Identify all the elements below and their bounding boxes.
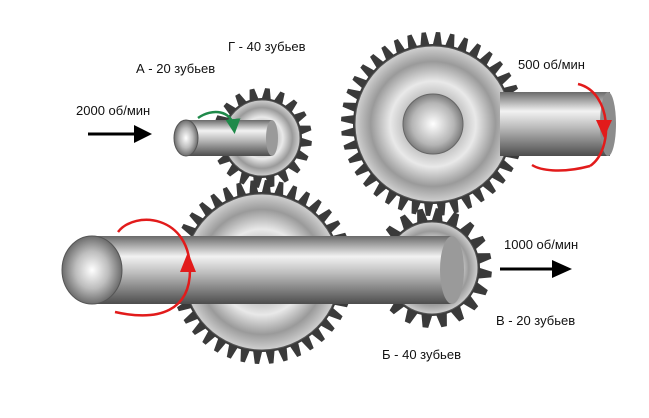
input-arrow [88,125,152,143]
label-gear-v: В - 20 зубьев [496,313,576,328]
label-top-right-speed: 500 об/мин [518,57,585,72]
label-output-speed: 1000 об/мин [504,237,579,252]
label-input-speed: 2000 об/мин [76,103,151,118]
output-arrow [500,260,572,278]
main-shaft [61,235,464,305]
gear-g [341,32,525,216]
input-shaft-small [173,119,278,157]
label-gear-b: Б - 40 зубьев [382,347,461,362]
rotation-arrow-green [197,110,241,134]
label-gear-g: Г - 40 зубьев [228,39,306,54]
label-gear-a: А - 20 зубьев [136,61,216,76]
